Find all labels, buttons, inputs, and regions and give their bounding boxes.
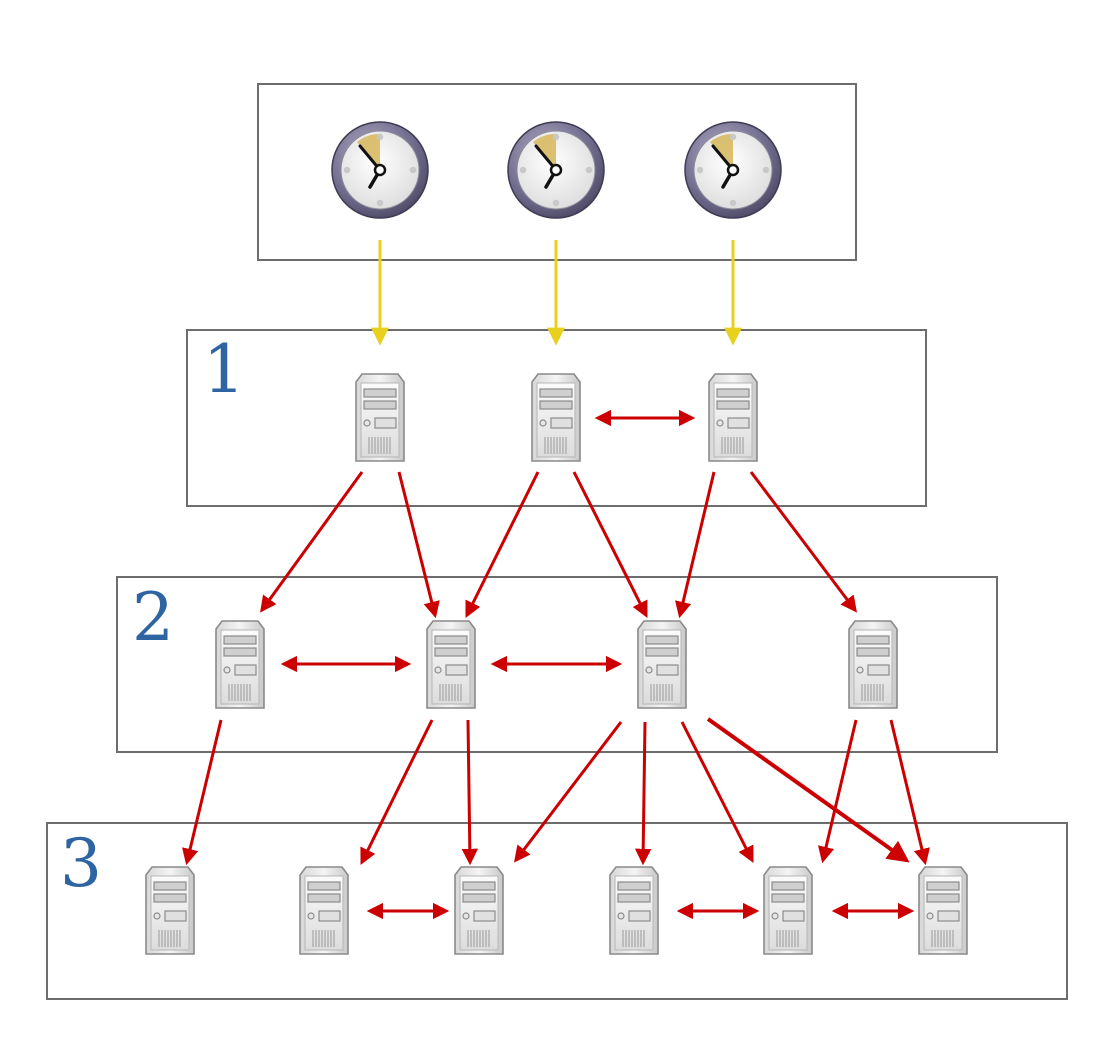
sync-arrow — [514, 721, 623, 863]
tier-3-label: 3 — [60, 825, 102, 902]
clock-icon — [506, 120, 606, 220]
server-icon — [454, 866, 504, 955]
tier-2-box — [116, 576, 998, 753]
sync-arrow — [680, 721, 754, 863]
server-icon — [531, 373, 581, 462]
sync-arrow — [465, 471, 540, 618]
server-icon — [609, 866, 659, 955]
sync-arrow — [749, 471, 857, 613]
sync-arrow — [182, 719, 223, 866]
server-icon — [299, 866, 349, 955]
sync-arrow — [817, 719, 858, 864]
server-icon — [426, 620, 476, 709]
tier-3-box — [46, 822, 1068, 1000]
clock-icon — [683, 120, 783, 220]
sync-arrow — [572, 471, 648, 618]
server-icon — [708, 373, 758, 462]
server-icon — [763, 866, 813, 955]
sync-arrow — [260, 471, 364, 613]
sync-arrow — [360, 719, 434, 865]
sync-arrow — [634, 721, 652, 866]
sync-arrow — [706, 717, 910, 863]
server-icon — [637, 620, 687, 709]
server-icon — [848, 620, 898, 709]
clock-icon — [330, 120, 430, 220]
server-icon — [355, 373, 405, 462]
server-icon — [918, 866, 968, 955]
tier-1-label: 1 — [203, 331, 245, 408]
sync-arrow — [889, 719, 930, 866]
server-icon — [215, 620, 265, 709]
tier-2-label: 2 — [132, 579, 174, 656]
server-icon — [145, 866, 195, 955]
sync-arrow — [397, 471, 440, 619]
sync-arrow — [461, 719, 479, 866]
sync-arrow — [675, 471, 716, 619]
